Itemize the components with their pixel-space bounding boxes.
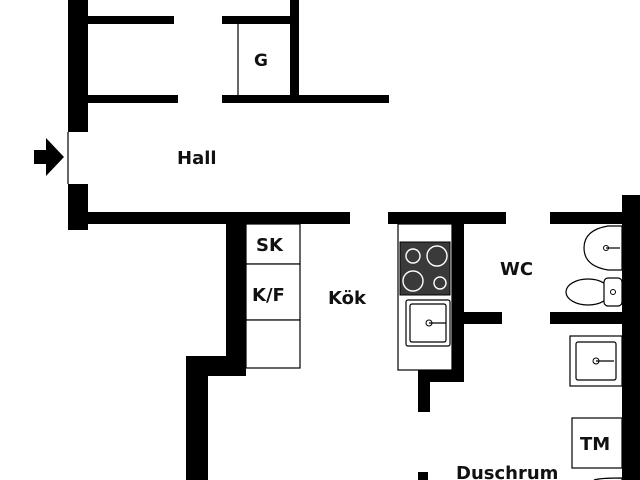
kitchen-counter bbox=[397, 223, 453, 371]
cabinet-lower bbox=[245, 319, 301, 369]
wall-shower-post bbox=[418, 472, 428, 480]
cabinets bbox=[245, 223, 301, 369]
wall-closet-right bbox=[290, 24, 299, 100]
wall-left-lowest bbox=[186, 356, 208, 480]
stove-burner bbox=[426, 245, 448, 267]
fixture-label-tm: TM bbox=[580, 434, 610, 455]
room-label-wc: WC bbox=[500, 259, 533, 280]
wall-kitchen-wc bbox=[452, 212, 464, 380]
arrow-right-icon bbox=[34, 138, 64, 176]
stove-burner bbox=[405, 248, 421, 264]
wall-wc-stub bbox=[452, 312, 502, 324]
fixture-label-kf: K/F bbox=[252, 285, 285, 306]
wall-hall-bottom-right bbox=[550, 212, 622, 224]
cabinet-kf bbox=[245, 263, 301, 321]
wall-left-upper bbox=[68, 0, 88, 132]
room-label-kok: Kök bbox=[328, 288, 367, 309]
wall-top-vertical bbox=[290, 0, 299, 24]
wall-hall-bottom-left bbox=[68, 212, 350, 224]
wall-right-outer bbox=[622, 195, 640, 480]
walls bbox=[68, 0, 640, 480]
wc-fixtures bbox=[565, 225, 623, 307]
wall-upper-room-left bbox=[88, 95, 178, 103]
stove-burner bbox=[433, 276, 447, 290]
thin-lines bbox=[67, 24, 239, 184]
toilet-button bbox=[610, 289, 616, 295]
washing-machine bbox=[571, 417, 623, 469]
stove-burner bbox=[402, 270, 424, 292]
room-label-hall: Hall bbox=[177, 148, 217, 169]
wall-upper-room-right bbox=[222, 95, 389, 103]
shower-fixtures bbox=[569, 335, 623, 480]
fixture-label-sk: SK bbox=[256, 235, 284, 256]
stove bbox=[399, 241, 451, 296]
wall-hall-bottom-mid bbox=[388, 212, 506, 224]
wall-kitchen-left bbox=[226, 212, 246, 372]
wall-wc-shower bbox=[550, 312, 622, 324]
wall-top-left bbox=[88, 16, 174, 24]
room-label-duschrum: Duschrum bbox=[456, 463, 558, 480]
wall-kitchen-bottom-post bbox=[418, 370, 430, 412]
fixture-label-g: G bbox=[254, 51, 268, 71]
wall-top-mid bbox=[222, 16, 298, 24]
